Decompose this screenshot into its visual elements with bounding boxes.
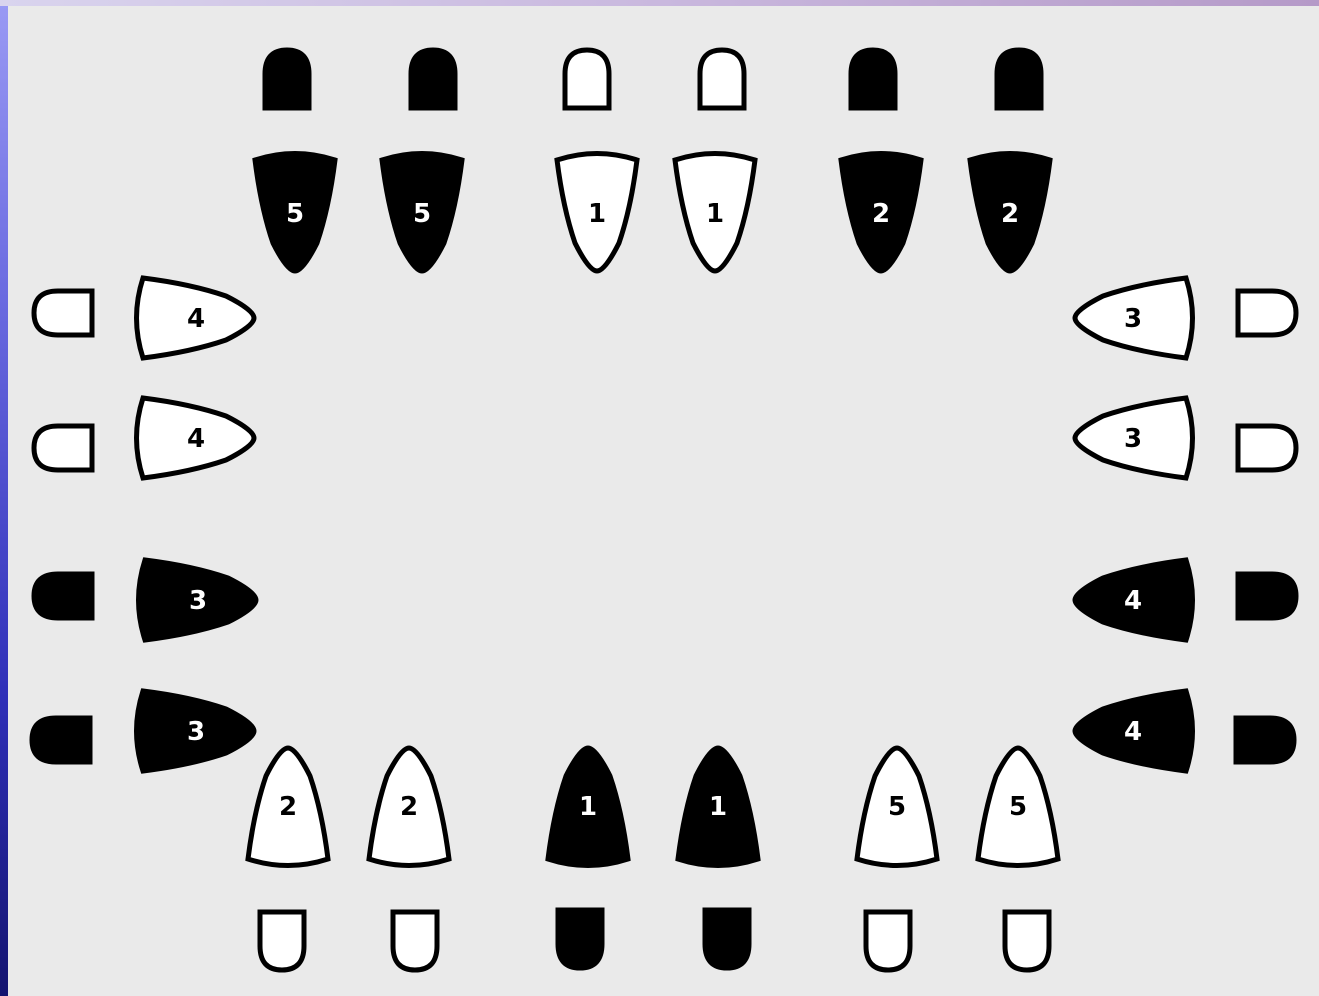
heel-shape	[32, 718, 90, 762]
footprint: 3	[1075, 398, 1296, 478]
footprint: 5	[382, 50, 462, 271]
footprint-number: 2	[279, 792, 297, 822]
footprint: 2	[970, 50, 1050, 271]
upper-row: 5 5 1 1 2 2	[255, 50, 1050, 271]
lower-row: 2 2 1 1 5 5	[248, 748, 1058, 970]
footprint-number: 5	[888, 792, 906, 822]
footprint: 5	[978, 748, 1058, 970]
heel-shape	[866, 912, 910, 970]
footprint-number: 2	[872, 199, 890, 229]
footprint: 1	[557, 50, 637, 271]
left-column: 4 4 3 3	[32, 278, 256, 771]
footprint: 2	[248, 748, 328, 970]
heel-shape	[1005, 912, 1049, 970]
footprint-number: 1	[709, 792, 727, 822]
footprint: 3	[34, 560, 256, 640]
heel-shape	[1238, 574, 1296, 618]
footprint: 5	[255, 50, 335, 271]
footprint-number: 5	[413, 199, 431, 229]
footprint: 4	[1075, 691, 1294, 771]
footprint: 4	[34, 398, 254, 478]
heel-shape	[700, 50, 744, 108]
heel-shape	[851, 50, 895, 108]
footprint-number: 3	[189, 586, 207, 616]
heel-shape	[265, 50, 309, 108]
heel-shape	[705, 910, 749, 968]
heel-shape	[565, 50, 609, 108]
heel-shape	[34, 574, 92, 618]
footprint-number: 3	[187, 717, 205, 747]
heel-shape	[997, 50, 1041, 108]
footprint: 4	[34, 278, 254, 358]
footprint-number: 5	[1009, 792, 1027, 822]
footprint-number: 4	[1124, 586, 1142, 616]
footprint: 1	[548, 748, 628, 968]
heel-shape	[34, 426, 92, 470]
footprint-number: 5	[286, 199, 304, 229]
footprint-number: 4	[187, 304, 205, 334]
heel-shape	[260, 912, 304, 970]
heel-shape	[393, 912, 437, 970]
footprint-number: 2	[400, 792, 418, 822]
footprint-number: 4	[187, 424, 205, 454]
footprint: 2	[841, 50, 921, 271]
footprint: 1	[678, 748, 758, 968]
footprint: 3	[1075, 278, 1296, 358]
footprint-number: 3	[1124, 424, 1142, 454]
footprint-number: 1	[588, 199, 606, 229]
heel-shape	[1238, 291, 1296, 335]
footprint-number: 4	[1124, 717, 1142, 747]
heel-shape	[558, 910, 602, 968]
footprint: 2	[369, 748, 449, 970]
footprint-number: 1	[706, 199, 724, 229]
heel-shape	[1238, 426, 1296, 470]
footprint: 5	[857, 748, 937, 970]
footprint: 4	[1075, 560, 1296, 640]
footprint-number: 3	[1124, 304, 1142, 334]
heel-shape	[34, 291, 92, 335]
footprint: 1	[675, 50, 755, 271]
heel-shape	[411, 50, 455, 108]
footprint-number: 2	[1001, 199, 1019, 229]
heel-shape	[1236, 718, 1294, 762]
right-column: 3 3 4 4	[1075, 278, 1296, 771]
footprint-number: 1	[579, 792, 597, 822]
footprint: 3	[32, 691, 254, 771]
